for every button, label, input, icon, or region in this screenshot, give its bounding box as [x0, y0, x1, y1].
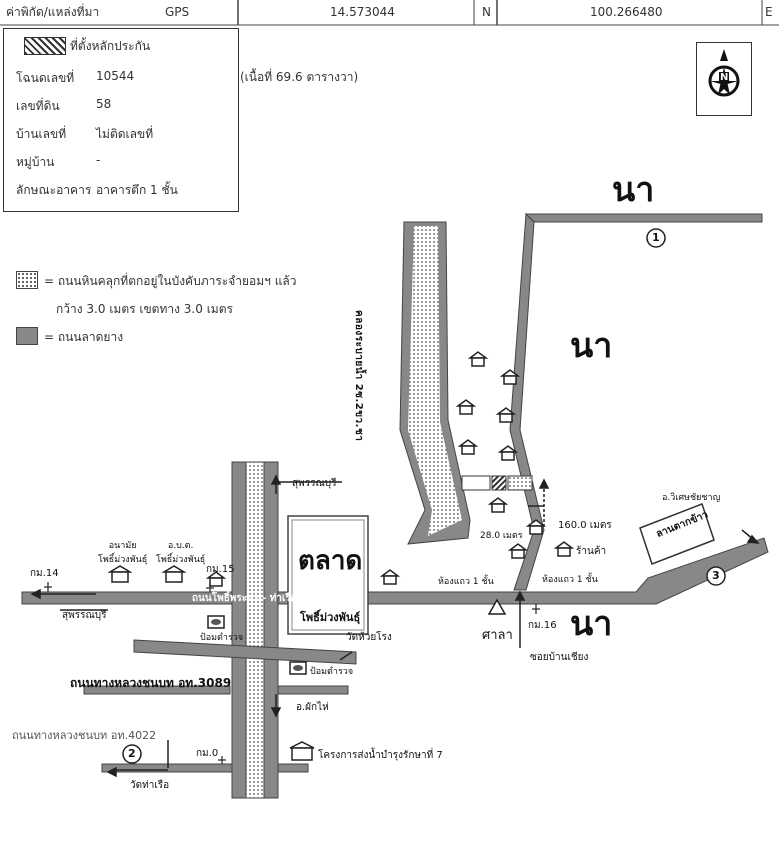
- km15-label: กม.15: [206, 564, 235, 575]
- main-road: [21, 537, 769, 605]
- police-box-1-label: ป้อมตำรวจ: [200, 633, 244, 643]
- gravel-road-swatch: [16, 271, 38, 289]
- house-no-value: ไม่ติดเลขที่: [96, 127, 154, 141]
- deed-label: โฉนดเลขที่: [16, 71, 75, 85]
- row-house-left-label: ห้องแถว 1 ชั้น: [438, 577, 494, 587]
- row-house-right-label: ห้องแถว 1 ชั้น: [542, 575, 598, 585]
- wat-huai-rong-label: วัดห้วยโรง: [346, 632, 392, 643]
- plot-dotted: [507, 475, 533, 491]
- wat-tha-ruea-label: วัดท่าเรือ: [130, 780, 170, 791]
- circle-2-icon: [122, 744, 142, 764]
- village-value: -: [96, 153, 101, 167]
- field-label-top: นา: [612, 170, 655, 210]
- asphalt-road-swatch: [16, 327, 38, 345]
- suphanburi-top-label: สุพรรณบุรี: [292, 478, 337, 489]
- compass-letter: N: [719, 72, 730, 83]
- circle-2-label: 2: [128, 747, 136, 760]
- houses: [107, 351, 575, 761]
- field-label-mid: นา: [570, 326, 613, 366]
- field-road-vertical: [509, 212, 545, 591]
- highway-4022-label: ถนนทางหลวงชนบท อท.4022: [12, 729, 157, 742]
- deed-value: 10544: [96, 69, 135, 83]
- rice-yard: [639, 503, 715, 565]
- village-label: หมู่บ้าน: [16, 155, 55, 169]
- km16-label: กม.16: [528, 620, 557, 631]
- direction-arrows: [30, 474, 760, 778]
- gps-lon-dir: E: [765, 5, 773, 19]
- police-box-2-label: ป้อมตำรวจ: [310, 667, 354, 677]
- highway-right-lane: [263, 461, 279, 799]
- land-no-label: เลขที่ดิน: [16, 99, 60, 113]
- gravel-road-legend: = ถนนหินคลุกที่ตกอยู่ในบังคับภาระจำยอมฯ …: [44, 274, 297, 288]
- highway-3089-label: ถนนทางหลวงชนบท อท.3089: [70, 676, 232, 690]
- main-road-label: ถนนโพธิ์พระยา - ท่าเรือ (ทล 3195): [192, 593, 354, 604]
- collateral-plot: [491, 475, 507, 491]
- wiset-label: อ.วิเศษชัยชาญ: [662, 493, 721, 503]
- building-type-label: ลักษณะอาคาร: [16, 183, 92, 197]
- sak-hai-label: อ.ผักไห่: [296, 702, 329, 713]
- km0-label: กม.0: [196, 748, 219, 759]
- house-no-label: บ้านเลขที่: [16, 127, 67, 141]
- soi-label: ซอยบ้านเชียง: [530, 652, 589, 663]
- compass-box: N: [696, 42, 752, 116]
- royal-project-label: โครงการส่งน้ำบำรุงรักษาที่ 7: [318, 750, 443, 761]
- circle-1-label: 1: [652, 231, 660, 244]
- distance-28-label: 28.0 เมตร: [480, 531, 523, 541]
- circle-3-icon: [706, 566, 726, 586]
- property-info-box: ที่ตั้งหลักประกัน โฉนดเลขที่ 10544 เลขที…: [3, 28, 239, 212]
- circle-1-icon: [646, 228, 666, 248]
- gps-bar: ค่าพิกัด/แหล่งที่มา GPS 14.573044 N 100.…: [0, 0, 779, 26]
- canal-inner: [408, 226, 462, 536]
- canal-label: คลองระบายน้ำ 2ซ.2ขว.ชา: [353, 310, 364, 442]
- road-wat-huai-rong: [133, 639, 357, 665]
- circle-3-label: 3: [712, 569, 720, 582]
- market-inner: [291, 519, 365, 631]
- gravel-road-width: กว้าง 3.0 เมตร เขตทาง 3.0 เมตร: [56, 302, 233, 316]
- field-label-bottom: นา: [570, 604, 613, 644]
- suphanburi-left-label: สุพรรณบุรี: [62, 610, 107, 621]
- km14-label: กม.14: [30, 568, 59, 579]
- sala-icon: [487, 598, 507, 615]
- distance-160-label: 160.0 เมตร: [558, 520, 612, 531]
- gps-latitude: 14.573044: [330, 5, 395, 19]
- collateral-swatch: [24, 37, 66, 55]
- road-4022-right: [277, 763, 309, 773]
- collateral-legend-label: ที่ตั้งหลักประกัน: [70, 39, 151, 53]
- asphalt-road-legend: = ถนนลาดยาง: [44, 330, 124, 344]
- road-3089: [83, 685, 231, 695]
- market-subtitle: โพธิ์ม่วงพันธุ์: [300, 611, 361, 624]
- market-title: ตลาด: [298, 546, 363, 576]
- gps-bar-lines: [0, 0, 779, 26]
- row-house-block: [461, 475, 491, 491]
- gps-lat-dir: N: [482, 5, 491, 19]
- highway-median: [245, 461, 265, 799]
- road-4022: [101, 763, 233, 773]
- obt-label: อ.บ.ต. โพธิ์ม่วงพันธุ์: [156, 541, 206, 565]
- road-3089-right: [277, 685, 349, 695]
- sala-label: ศาลา: [482, 628, 513, 643]
- shop-label: ร้านค้า: [576, 546, 607, 557]
- health-center-label: อนามัย โพธิ์ม่วงพันธุ์: [98, 541, 148, 565]
- building-type-value: อาคารตึก 1 ชั้น: [96, 183, 178, 197]
- gps-source: GPS: [165, 5, 190, 19]
- land-no-value: 58: [96, 97, 112, 111]
- area-note: (เนื้อที่ 69.6 ตารางวา): [240, 70, 359, 84]
- gps-longitude: 100.266480: [590, 5, 663, 19]
- gps-label: ค่าพิกัด/แหล่งที่มา: [6, 5, 100, 19]
- km-markers: [44, 582, 540, 764]
- market-block: [287, 515, 369, 635]
